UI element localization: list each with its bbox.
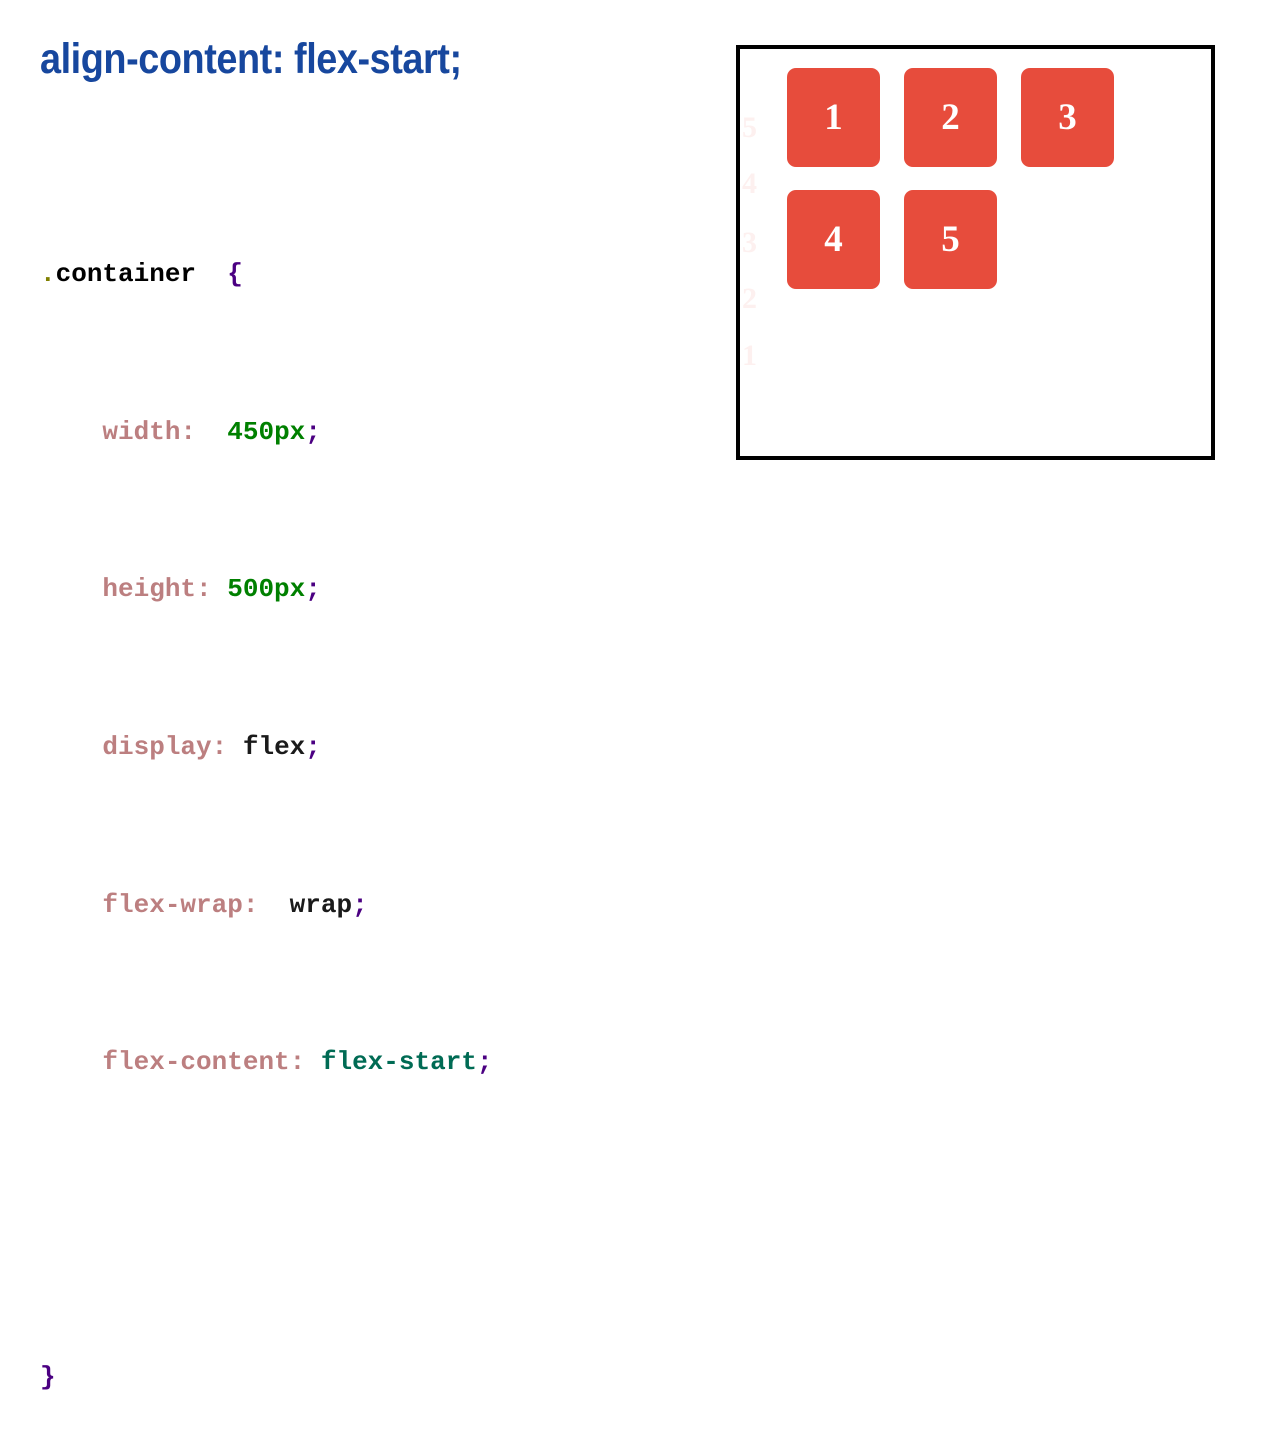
code-line-display: display: flex;: [40, 728, 493, 767]
code-line-blank: [40, 1201, 493, 1240]
code-token-spacing: [196, 417, 227, 447]
code-token-property-flex-content: flex-content:: [102, 1047, 306, 1078]
flex-item: 2: [904, 68, 997, 167]
flex-demo-box: 5 4 3 2 1 1 2 3 4 5: [736, 45, 1215, 460]
code-line-flex-wrap: flex-wrap: wrap;: [40, 886, 493, 925]
code-token-spacing: [258, 890, 289, 920]
code-indent: [40, 417, 102, 447]
code-line-selector: .container {: [40, 255, 493, 294]
code-line-flex-content: flex-content: flex-start;: [40, 1043, 493, 1082]
code-token-spacing: [305, 1047, 321, 1077]
code-token-spacing: [227, 732, 243, 762]
code-token-property-width: width:: [102, 416, 197, 447]
ghost-number: 5: [742, 111, 757, 144]
code-token-value-display: flex: [242, 732, 306, 763]
code-token-property-flex-wrap: flex-wrap:: [102, 889, 259, 920]
code-token-semicolon: ;: [305, 732, 321, 763]
slide-canvas: align-content: flex-start; .container { …: [40, 35, 1215, 1392]
code-indent: [40, 1047, 102, 1077]
code-token-close-brace: }: [40, 1362, 56, 1393]
code-token-value-flex-wrap: wrap: [289, 889, 353, 920]
code-line-height: height: 500px;: [40, 570, 493, 609]
ghost-number: 2: [742, 282, 757, 315]
code-token-semicolon: ;: [305, 416, 321, 447]
code-token-space: [196, 259, 227, 289]
code-indent: [40, 574, 102, 604]
code-token-value-height: 500px: [227, 574, 306, 605]
code-token-property-display: display:: [102, 732, 228, 763]
code-indent: [40, 732, 102, 762]
code-line-close-brace: }: [40, 1358, 493, 1397]
code-indent: [40, 890, 102, 920]
code-token-semicolon: ;: [352, 889, 368, 920]
ghost-number: 3: [742, 226, 757, 259]
flex-item: 5: [904, 190, 997, 289]
flex-item: 4: [787, 190, 880, 289]
code-token-value-flex-content: flex-start: [320, 1047, 477, 1078]
ghost-scale-numbers: 5 4 3 2 1: [740, 49, 766, 456]
code-token-open-brace: {: [227, 259, 243, 290]
flex-item: 3: [1021, 68, 1114, 167]
code-line-width: width: 450px;: [40, 413, 493, 452]
code-token-spacing: [212, 574, 228, 604]
code-token-selector-name: container: [55, 259, 197, 290]
flex-container: 1 2 3 4 5: [787, 68, 1207, 438]
css-code-block: .container { width: 450px; height: 500px…: [40, 137, 493, 1440]
code-token-value-width: 450px: [227, 416, 306, 447]
code-token-selector-dot: .: [40, 259, 56, 290]
code-token-property-height: height:: [102, 574, 212, 605]
code-token-semicolon: ;: [305, 574, 321, 605]
ghost-number: 1: [742, 339, 757, 372]
flex-item: 1: [787, 68, 880, 167]
page-title: align-content: flex-start;: [40, 35, 462, 83]
code-token-semicolon: ;: [476, 1047, 493, 1078]
ghost-number: 4: [742, 167, 757, 200]
